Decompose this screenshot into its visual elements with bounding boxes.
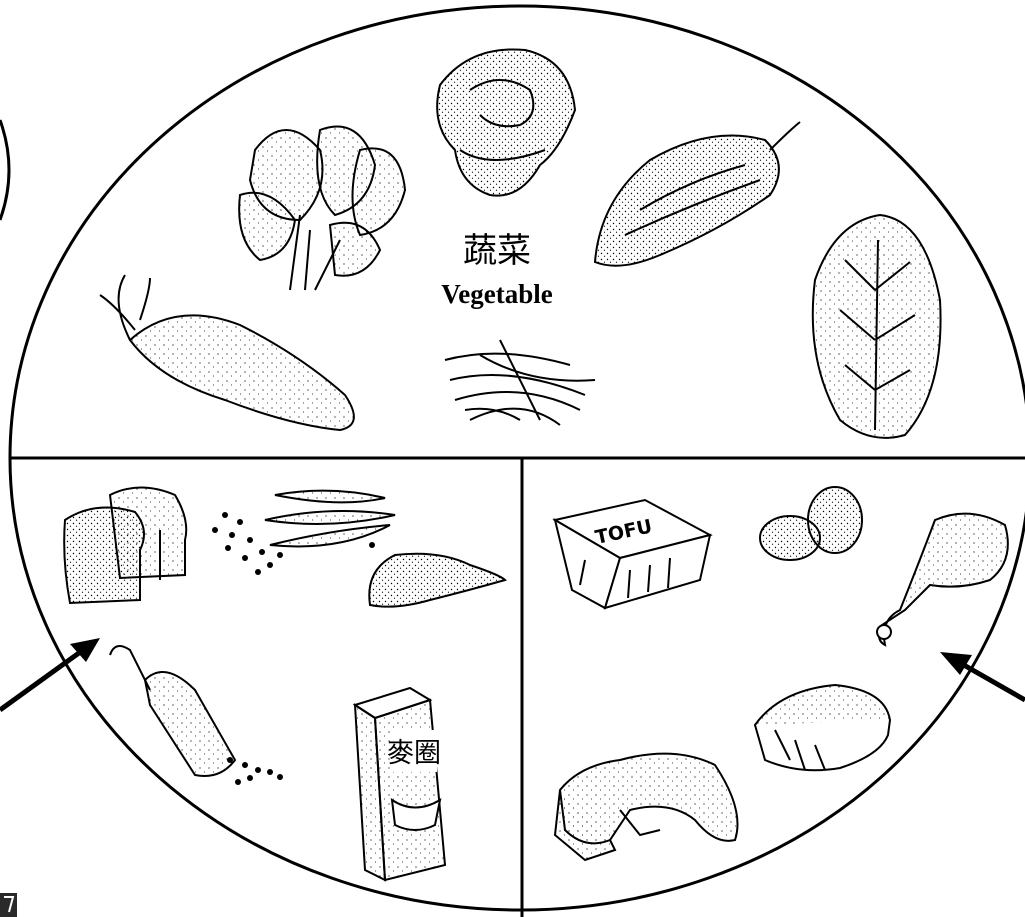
tofu-icon: TOFU	[555, 500, 710, 608]
pea-pods-icon	[265, 491, 395, 547]
spinach-icon	[239, 127, 405, 290]
chicken-drumstick-icon	[877, 514, 1008, 645]
cereal-box-icon: 麥圈	[355, 688, 445, 880]
bread-icon	[64, 488, 186, 604]
edge-fragment	[0, 120, 9, 220]
protein-section: TOFU	[555, 487, 1008, 860]
fish-steak-icon	[755, 685, 890, 770]
arrow-right	[940, 652, 1025, 700]
daikon-radish-icon	[100, 275, 354, 430]
sweet-potato-icon	[369, 554, 505, 607]
grains-section: 麥圈	[64, 488, 505, 881]
bean-sprouts-icon	[445, 340, 595, 425]
vegetable-title-en: Vegetable	[441, 279, 552, 309]
arrow-left	[0, 638, 100, 710]
cabbage-icon	[437, 49, 575, 195]
corner-icon	[0, 893, 17, 917]
vegetable-title-zh: 蔬菜	[463, 231, 531, 271]
meat-icon	[555, 754, 738, 860]
cereal-box-label: 麥圈	[387, 738, 441, 769]
bitter-melon-icon	[595, 122, 800, 266]
eggs-icon	[760, 487, 862, 560]
vegetable-section: 蔬菜 Vegetable	[100, 49, 941, 437]
grain-scoop-icon	[110, 646, 283, 785]
napa-cabbage-icon	[813, 215, 941, 438]
